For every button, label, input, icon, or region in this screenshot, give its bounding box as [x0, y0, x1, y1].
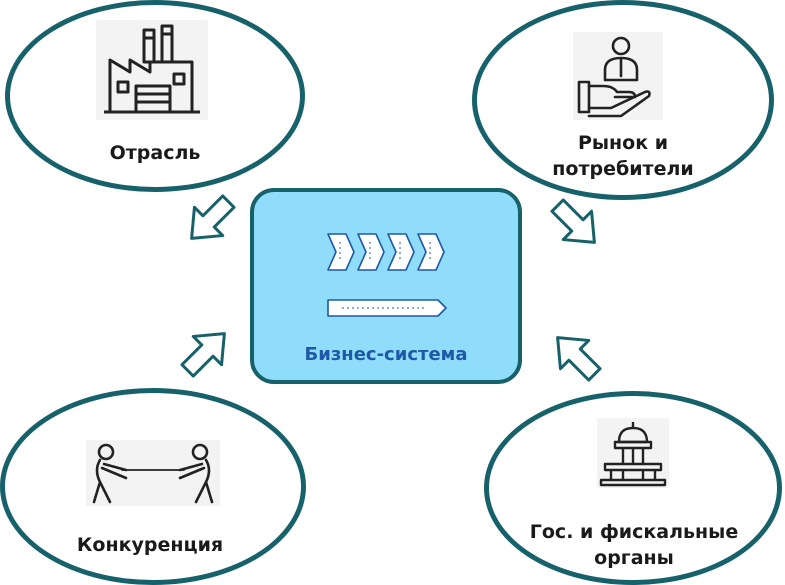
arrow-market-to-center-icon — [548, 196, 604, 252]
customer-hand-icon — [573, 32, 663, 120]
arrow-competition-to-center-icon — [178, 324, 234, 380]
factory-icon — [96, 20, 208, 120]
government-label: Гос. и фискальные органы — [529, 521, 739, 569]
market-node — [472, 0, 774, 200]
value-chain-icon — [327, 233, 447, 317]
arrow-industry-to-center-icon — [182, 192, 238, 248]
market-label: Рынок и потребители — [552, 132, 694, 180]
industry-label: Отрасль — [109, 142, 201, 164]
arrow-government-to-center-icon — [548, 328, 604, 384]
business-system-box: Бизнес-система — [250, 188, 522, 384]
business-system-label: Бизнес-система — [304, 344, 468, 365]
tug-of-war-icon — [86, 440, 220, 506]
government-building-icon — [597, 418, 669, 488]
competition-label: Конкуренция — [76, 534, 224, 556]
